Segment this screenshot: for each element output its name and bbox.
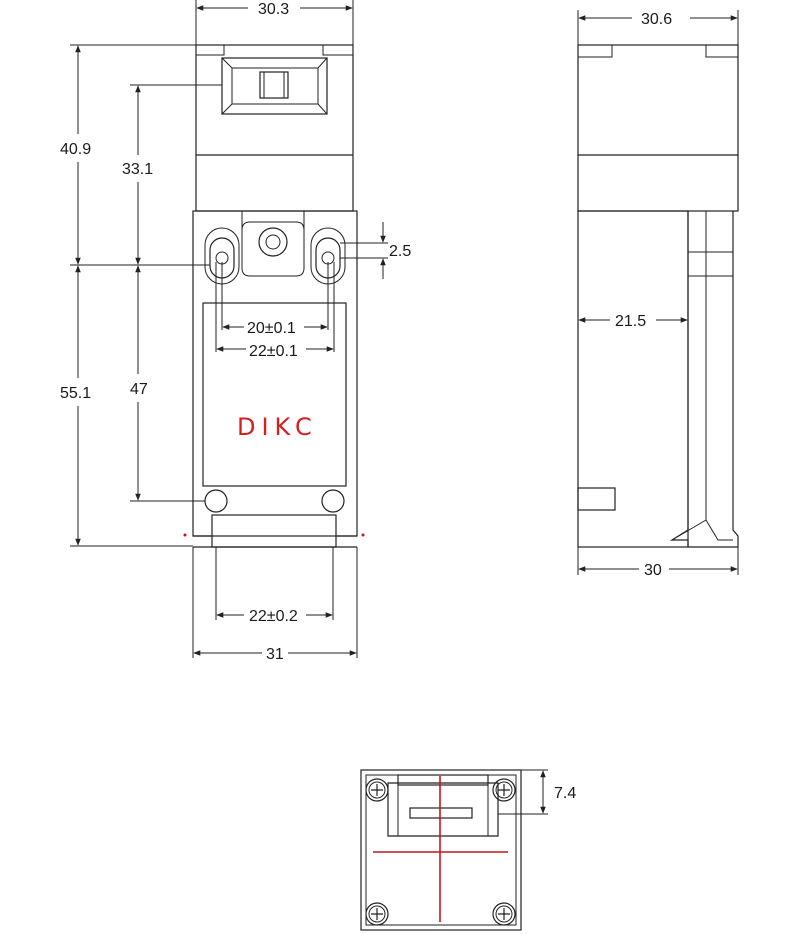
dim-hole-offset: 2.5: [389, 243, 411, 260]
brand-label: DIKC: [237, 413, 318, 441]
dim-front-base-width: 31: [266, 646, 284, 663]
screw-top-right: [492, 778, 516, 802]
dim-bottom-view-offset: 7.4: [554, 785, 576, 802]
lower-hole-right: [321, 489, 345, 513]
lower-hole-left: [204, 489, 228, 513]
screw-bottom-right: [492, 902, 516, 926]
front-dimensions: 30.3 40.9 33.1 2.5 20±0.1 22±0.1: [60, 0, 411, 663]
dim-front-lower-height: 55.1: [60, 385, 91, 402]
dim-side-offset: 21.5: [615, 313, 646, 330]
side-dimensions: 30.6 21.5 30: [577, 10, 739, 579]
screw-bottom-left: [365, 902, 389, 926]
dim-side-top-width: 30.6: [641, 11, 672, 28]
dim-hole-spacing-outer: 22±0.1: [249, 343, 298, 360]
dim-front-top-width: 30.3: [258, 1, 289, 18]
side-view: [577, 44, 739, 548]
dim-front-mount-height: 47: [130, 381, 148, 398]
screw-top-left: [365, 778, 389, 802]
dim-hole-spacing-inner: 20±0.1: [247, 320, 296, 337]
dim-front-to-cam: 33.1: [122, 161, 153, 178]
bottom-dimensions: 7.4: [498, 769, 576, 815]
dim-bottom-slot-width: 22±0.2: [249, 608, 298, 625]
dim-front-total-upper: 40.9: [60, 141, 91, 158]
front-view: DIKC: [183, 44, 365, 548]
dim-side-base-width: 30: [644, 562, 662, 579]
bottom-view: [360, 769, 522, 931]
